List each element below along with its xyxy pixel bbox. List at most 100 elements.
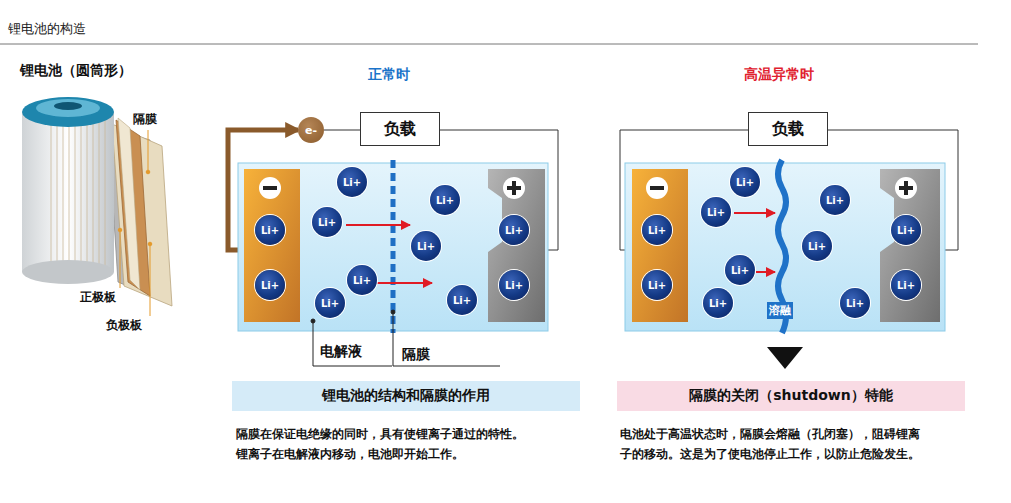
figure-label: 锂电池（圆筒形）	[20, 62, 132, 80]
electrolyte-cell	[895, 177, 917, 199]
node-text: Li+	[648, 225, 666, 236]
electrolyte-cell	[244, 169, 300, 322]
node-text: Li+	[417, 241, 435, 252]
part-label: 隔膜	[400, 346, 432, 364]
node-text: Li+	[826, 195, 844, 206]
cylinder-cell	[22, 97, 114, 127]
down-triangle	[767, 347, 803, 369]
part-label: 隔膜	[133, 111, 157, 128]
electrolyte-cell	[625, 160, 945, 333]
part-label: 负极板	[106, 317, 142, 334]
lithium-ion: Li+	[703, 288, 733, 318]
node-text: 锂电池的结构和隔膜的作用	[322, 387, 490, 405]
lithium-ion: Li+	[642, 270, 672, 300]
node-text: Li+	[897, 225, 915, 236]
electrolyte-cell	[904, 181, 908, 195]
electrolyte-cell	[503, 177, 525, 199]
lithium-ion: Li+	[642, 215, 672, 245]
node-text: Li+	[318, 217, 336, 228]
cylinder-cell	[48, 118, 108, 270]
leader-line	[313, 321, 392, 366]
electrolyte-cell	[488, 169, 545, 322]
node-text: Li+	[897, 280, 915, 291]
down-triangle	[767, 347, 803, 369]
node-text: e-	[305, 124, 317, 137]
electrolyte-cell	[880, 169, 940, 322]
lithium-ion: Li+	[499, 270, 529, 300]
node-text: 负载	[772, 119, 804, 140]
lithium-ion: Li+	[730, 167, 760, 197]
lithium-ion: Li+	[820, 185, 850, 215]
panel-title-blue: 正常时	[368, 66, 410, 84]
lithium-ion: Li+	[725, 255, 755, 285]
node-text: Li+	[436, 195, 454, 206]
electrolyte-cell	[238, 160, 548, 333]
node-text: Li+	[707, 207, 725, 218]
node-text: Li+	[736, 177, 754, 188]
body-text: 电池处于高温状态时，隔膜会熔融（孔闭塞），阻碍锂离 子的移动。这是为了使电池停止…	[620, 424, 927, 464]
lithium-ion: Li+	[255, 270, 285, 300]
part-label: 正极板	[80, 289, 116, 306]
lithium-ion: Li+	[802, 231, 832, 261]
caption-band: 隔膜的关闭（shutdown）特能	[617, 381, 965, 411]
leader-line	[311, 310, 500, 366]
node-text: Li+	[453, 295, 471, 306]
node-text: 隔膜的关闭（shutdown）特能	[689, 387, 893, 405]
electron-circle: e-	[298, 117, 324, 143]
lithium-ion: Li+	[891, 215, 921, 245]
lithium-ion: Li+	[840, 288, 870, 318]
node-text: Li+	[343, 177, 361, 188]
electrolyte-cell	[259, 177, 281, 199]
cylinder-cell	[22, 260, 114, 284]
body-text: 隔膜在保证电绝缘的同时，具有使锂离子通过的特性。 锂离子在电解液内移动，电池即开…	[236, 424, 533, 464]
node-text: Li+	[321, 298, 339, 309]
lithium-ion: Li+	[891, 270, 921, 300]
electrolyte-cell	[391, 160, 396, 333]
node-text: Li+	[648, 280, 666, 291]
header-rule	[0, 44, 978, 45]
lithium-ion: Li+	[499, 215, 529, 245]
lithium-ion: Li+	[337, 167, 367, 197]
leader-line	[118, 228, 122, 232]
caption-band: 锂电池的结构和隔膜的作用	[232, 381, 580, 411]
panel-title-red: 高温异常时	[744, 66, 814, 84]
node-text: Li+	[731, 265, 749, 276]
lithium-ion: Li+	[701, 197, 731, 227]
electrolyte-cell	[512, 181, 516, 195]
wire-connector	[324, 130, 360, 131]
node-text: Li+	[846, 298, 864, 309]
cylinder-cell	[54, 102, 82, 110]
electrolyte-cell	[632, 169, 688, 322]
node-text: 负载	[384, 119, 416, 140]
header-rule	[0, 44, 978, 45]
load-box: 负载	[748, 112, 828, 146]
node-text: Li+	[261, 225, 279, 236]
lithium-ion: Li+	[255, 215, 285, 245]
node-text: Li+	[505, 280, 523, 291]
node-text: Li+	[709, 298, 727, 309]
cylinder-cell	[118, 118, 140, 290]
electrolyte-cell	[263, 186, 277, 190]
leader-line	[146, 170, 150, 174]
leader-line	[118, 130, 152, 316]
cylinder-cell	[22, 112, 114, 272]
node-text: Li+	[353, 275, 371, 286]
leader-line	[148, 242, 152, 246]
node-text: Li+	[808, 241, 826, 252]
leader-line	[150, 246, 151, 316]
lithium-ion: Li+	[411, 231, 441, 261]
electrolyte-cell	[756, 271, 775, 273]
leader-line	[120, 232, 121, 288]
lithium-ion: Li+	[347, 265, 377, 295]
lithium-ion: Li+	[315, 288, 345, 318]
node-text: Li+	[505, 225, 523, 236]
melt-label: 溶融	[767, 302, 793, 319]
leader-line	[148, 130, 149, 170]
part-label: 电解液	[318, 343, 364, 361]
leader-line	[393, 312, 500, 366]
node-text: Li+	[261, 280, 279, 291]
electrolyte-cell	[734, 212, 775, 214]
lithium-ion: Li+	[312, 207, 342, 237]
load-box: 负载	[360, 112, 440, 146]
electrolyte-cell	[650, 186, 664, 190]
